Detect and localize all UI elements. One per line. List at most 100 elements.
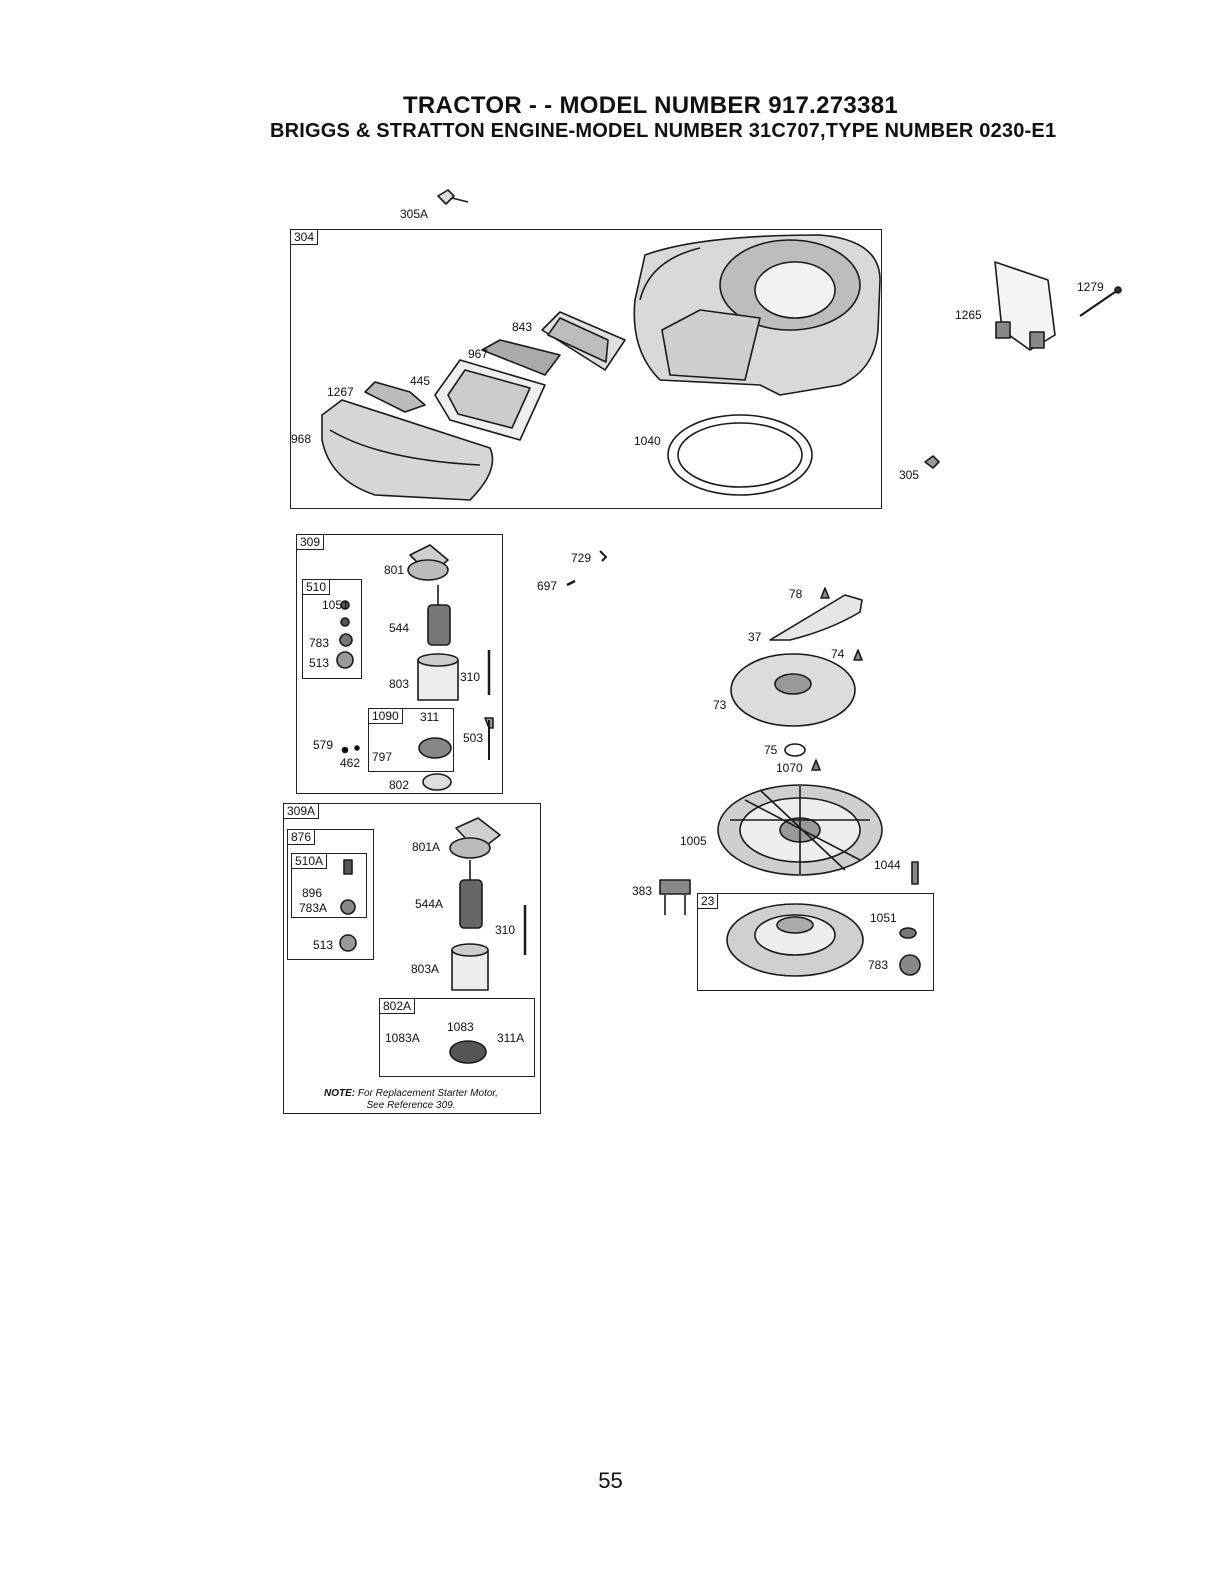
screw-74-icon: [853, 649, 863, 661]
callout-783b: 783: [868, 958, 889, 972]
gear-513b-icon: [339, 934, 357, 952]
screen-967-icon: [481, 339, 561, 376]
bolt-1279-icon: [1079, 286, 1122, 317]
housing-803A-icon: [451, 943, 489, 991]
frame-802A: [379, 998, 535, 1077]
gear-1051-icon: [340, 600, 350, 627]
callout-544: 544: [389, 621, 410, 635]
callout-1051b: 1051: [870, 911, 897, 925]
starter-note: NOTE: For Replacement Starter Motor, See…: [286, 1088, 536, 1112]
callout-513: 513: [309, 656, 330, 670]
rotating-screen-73-icon: [730, 653, 856, 727]
armature-544-icon: [427, 585, 451, 646]
key-697-icon: [566, 579, 576, 587]
callout-305A: 305A: [400, 207, 429, 221]
ring-gear-23-icon: [726, 903, 864, 977]
gear-513-icon: [336, 651, 354, 669]
callout-729: 729: [571, 551, 592, 565]
callout-1279: 1279: [1077, 280, 1104, 294]
part-1267-icon: [364, 381, 426, 413]
callout-1083: 1083: [447, 1020, 474, 1034]
screw-305-icon: [924, 455, 940, 469]
frame-309A: [283, 803, 541, 1114]
tag-510: 510: [302, 579, 331, 595]
screw-729-icon: [599, 550, 607, 562]
callout-797: 797: [372, 750, 393, 764]
frame-510A: [291, 853, 367, 918]
end-cap-801A-icon: [449, 817, 501, 859]
callout-1051: 1051: [322, 598, 349, 612]
tag-23: 23: [697, 893, 719, 909]
callout-305: 305: [899, 468, 920, 482]
page-title: TRACTOR - - MODEL NUMBER 917.273381: [402, 92, 899, 119]
screen-37-icon: [769, 594, 863, 641]
tag-309A: 309A: [283, 803, 320, 819]
page-number: 55: [598, 1468, 623, 1493]
note-line1: For Replacement Starter Motor,: [357, 1088, 498, 1099]
screw-78-icon: [820, 587, 830, 599]
bolt-1044-icon: [911, 861, 919, 885]
ring-1040-icon: [667, 414, 813, 496]
note-line2: See Reference 309.: [366, 1100, 456, 1111]
callout-513b: 513: [313, 938, 334, 952]
nut-579-icon: [341, 745, 360, 754]
gear-510A-icon: [343, 859, 353, 875]
callout-462: 462: [340, 756, 361, 770]
screw-305A-icon: [437, 189, 469, 205]
callout-445: 445: [410, 374, 431, 388]
callout-801: 801: [384, 563, 405, 577]
bracket-1265-icon: [994, 261, 1056, 351]
gear-783A-icon: [340, 899, 356, 915]
callout-967: 967: [468, 347, 489, 361]
callout-697: 697: [537, 579, 558, 593]
end-cap-801-icon: [407, 544, 449, 581]
frame-23: [697, 893, 934, 991]
callout-803: 803: [389, 677, 410, 691]
callout-78: 78: [789, 587, 803, 601]
callout-1005: 1005: [680, 834, 707, 848]
frame-445-icon: [434, 359, 546, 441]
frame-309: [296, 534, 503, 794]
washer-75-icon: [784, 743, 806, 757]
callout-74: 74: [831, 647, 845, 661]
tag-510A: 510A: [291, 853, 328, 869]
callout-1265: 1265: [955, 308, 982, 322]
callout-311A: 311A: [497, 1031, 525, 1045]
callout-75: 75: [764, 743, 778, 757]
callout-1083A: 1083A: [385, 1031, 420, 1045]
callout-843: 843: [512, 320, 533, 334]
callout-801A: 801A: [412, 840, 441, 854]
callout-383: 383: [632, 884, 653, 898]
note-prefix: NOTE:: [324, 1088, 356, 1099]
callout-802: 802: [389, 778, 410, 792]
frame-510: [302, 579, 362, 679]
callout-783A: 783A: [299, 901, 328, 915]
callout-503: 503: [463, 731, 484, 745]
brush-1083-icon: [449, 1040, 487, 1064]
cover-968-icon: [321, 399, 494, 501]
callout-73: 73: [713, 698, 727, 712]
callout-310: 310: [460, 670, 481, 684]
callout-803A: 803A: [411, 962, 440, 976]
page-subtitle: BRIGGS & STRATTON ENGINE-MODEL NUMBER 31…: [270, 120, 1057, 142]
callout-37: 37: [748, 630, 762, 644]
callout-311: 311: [420, 710, 440, 724]
armature-544A-icon: [459, 860, 483, 929]
cap-802-icon: [422, 773, 452, 791]
tag-1090: 1090: [368, 708, 403, 724]
gear-1051b-icon: [899, 927, 917, 939]
callout-1044: 1044: [874, 858, 901, 872]
tag-309: 309: [296, 534, 325, 550]
tag-876: 876: [287, 829, 316, 845]
callout-544A: 544A: [415, 897, 444, 911]
callout-896: 896: [302, 886, 323, 900]
callout-783: 783: [309, 636, 330, 650]
frame-1090: [368, 708, 454, 772]
housing-803-icon: [417, 653, 459, 701]
blower-housing-icon: [633, 234, 881, 396]
tag-304: 304: [290, 229, 319, 245]
flywheel-1005-icon: [717, 784, 883, 876]
part-843-icon: [541, 311, 626, 371]
callout-310b: 310: [495, 923, 516, 937]
